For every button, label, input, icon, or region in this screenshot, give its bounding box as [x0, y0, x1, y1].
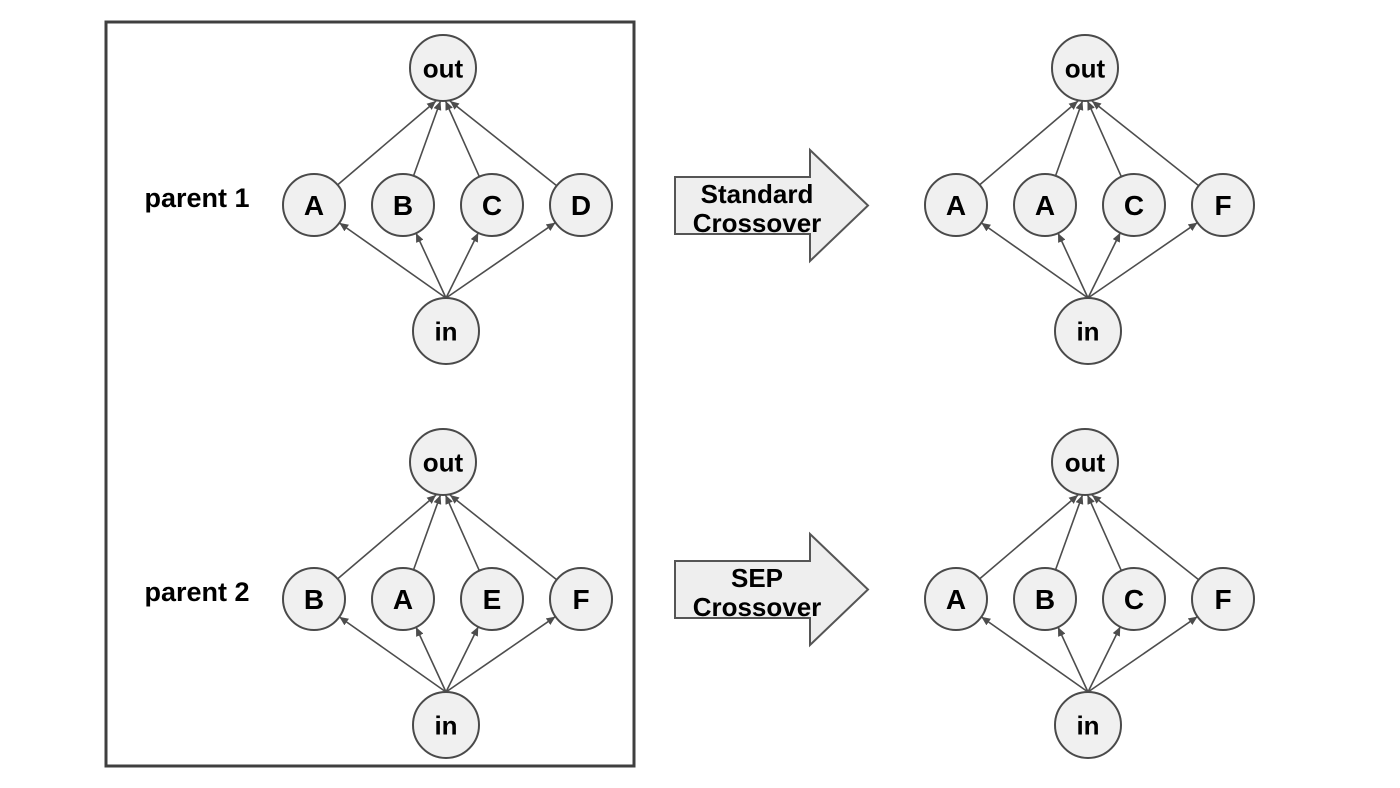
edge-offspring-sep-in-to-mid2 [1087, 626, 1121, 693]
edge-offspring-standard-mid1-to-out [1054, 100, 1084, 177]
edge-parent-2-in-to-mid2 [445, 626, 479, 693]
node-mid-0-offspring-sep-circle [924, 567, 988, 631]
graph-parent-1: out in A B C D [282, 34, 613, 365]
node-in-parent-2-circle [412, 691, 480, 759]
edge-parent-2-in-to-mid3 [445, 615, 556, 693]
node-mid-2-offspring-sep-circle [1102, 567, 1166, 631]
node-mid-1-offspring-sep-label: B [1035, 584, 1055, 615]
edge-offspring-sep-in-to-mid3 [1087, 615, 1198, 693]
node-mid-0-parent-1-label: A [304, 190, 324, 221]
standard-crossover-arrow: Standard Crossover [674, 147, 870, 264]
edge-offspring-standard-mid3-to-out [1091, 100, 1200, 187]
node-mid-3-offspring-sep-label: F [1214, 584, 1231, 615]
edge-parent-1-mid0-to-out [337, 100, 437, 186]
edge-parent-1-in-to-mid1 [415, 232, 447, 299]
edge-offspring-sep-in-to-mid1 [1057, 626, 1089, 693]
node-out-parent-1-circle [409, 34, 477, 102]
right-arrow-icon [674, 531, 870, 648]
node-mid-0-offspring-standard-label: A [946, 190, 966, 221]
standard-crossover-label-line1: Standard [701, 179, 814, 209]
node-in-parent-1-circle [412, 297, 480, 365]
graph-offspring-sep: out in A B C F [924, 428, 1255, 759]
edge-offspring-standard-mid2-to-out [1086, 100, 1123, 178]
edge-parent-2-mid3-to-out [449, 494, 558, 581]
edge-parent-2-in-to-mid1 [415, 626, 447, 693]
node-in-offspring-sep-label: in [1076, 710, 1099, 740]
node-in-offspring-sep-circle [1054, 691, 1122, 759]
node-mid-3-parent-2-label: F [572, 584, 589, 615]
edge-parent-2-mid0-to-out [337, 494, 437, 580]
edge-offspring-standard-in-to-mid1 [1057, 232, 1089, 299]
node-mid-2-parent-2-label: E [483, 584, 502, 615]
edge-parent-1-in-to-mid3 [445, 221, 556, 299]
edge-offspring-sep-mid1-to-out [1054, 494, 1084, 571]
graph-offspring-standard: out in A A C F [924, 34, 1255, 365]
graph-parent-2: out in B A E F [282, 428, 613, 759]
node-out-offspring-sep-circle [1051, 428, 1119, 496]
node-in-parent-2-label: in [434, 710, 457, 740]
parent-2-label: parent 2 [144, 577, 249, 607]
right-arrow-icon [674, 147, 870, 264]
node-mid-3-offspring-standard-circle [1191, 173, 1255, 237]
node-mid-2-offspring-sep-label: C [1124, 584, 1144, 615]
node-mid-1-parent-1-label: B [393, 190, 413, 221]
node-mid-2-offspring-standard-circle [1102, 173, 1166, 237]
node-mid-2-parent-1-circle [460, 173, 524, 237]
node-mid-2-offspring-standard-label: C [1124, 190, 1144, 221]
node-out-parent-2-circle [409, 428, 477, 496]
edge-parent-2-in-to-mid0 [338, 616, 447, 693]
node-mid-1-offspring-standard-label: A [1035, 190, 1055, 221]
edge-parent-2-mid2-to-out [444, 494, 481, 572]
node-mid-0-parent-1-circle [282, 173, 346, 237]
edge-offspring-sep-mid2-to-out [1086, 494, 1123, 572]
node-mid-3-parent-1-label: D [571, 190, 591, 221]
edge-parent-1-mid1-to-out [412, 100, 442, 177]
edge-offspring-standard-in-to-mid0 [980, 222, 1089, 299]
node-mid-3-offspring-sep-circle [1191, 567, 1255, 631]
parent-1-label: parent 1 [144, 183, 249, 213]
node-out-offspring-standard-label: out [1065, 53, 1106, 83]
node-mid-1-parent-2-circle [371, 567, 435, 631]
node-mid-1-parent-1-circle [371, 173, 435, 237]
edge-parent-1-in-to-mid0 [338, 222, 447, 299]
edge-parent-2-mid1-to-out [412, 494, 442, 571]
edge-parent-1-in-to-mid2 [445, 232, 479, 299]
node-mid-2-parent-1-label: C [482, 190, 502, 221]
edge-offspring-sep-mid0-to-out [979, 494, 1079, 580]
standard-crossover-label-line2: Crossover [693, 208, 822, 238]
node-out-offspring-sep-label: out [1065, 447, 1106, 477]
edge-offspring-standard-in-to-mid3 [1087, 221, 1198, 299]
node-in-offspring-standard-circle [1054, 297, 1122, 365]
node-in-parent-1-label: in [434, 316, 457, 346]
edge-offspring-sep-mid3-to-out [1091, 494, 1200, 581]
edge-offspring-standard-in-to-mid2 [1087, 232, 1121, 299]
node-mid-2-parent-2-circle [460, 567, 524, 631]
edge-parent-1-mid3-to-out [449, 100, 558, 187]
sep-crossover-label-line2: Crossover [693, 592, 822, 622]
node-out-parent-1-label: out [423, 53, 464, 83]
edge-offspring-sep-in-to-mid0 [980, 616, 1089, 693]
sep-crossover-label-line1: SEP [731, 563, 783, 593]
node-mid-3-parent-2-circle [549, 567, 613, 631]
node-mid-0-offspring-standard-circle [924, 173, 988, 237]
parents-box [104, 20, 636, 768]
edge-parent-1-mid2-to-out [444, 100, 481, 178]
node-mid-3-parent-1-circle [549, 173, 613, 237]
node-mid-0-parent-2-circle [282, 567, 346, 631]
node-out-offspring-standard-circle [1051, 34, 1119, 102]
node-mid-1-offspring-standard-circle [1013, 173, 1077, 237]
node-mid-1-offspring-sep-circle [1013, 567, 1077, 631]
node-mid-0-parent-2-label: B [304, 584, 324, 615]
node-mid-1-parent-2-label: A [393, 584, 413, 615]
node-mid-0-offspring-sep-label: A [946, 584, 966, 615]
node-out-parent-2-label: out [423, 447, 464, 477]
edge-offspring-standard-mid0-to-out [979, 100, 1079, 186]
node-in-offspring-standard-label: in [1076, 316, 1099, 346]
node-mid-3-offspring-standard-label: F [1214, 190, 1231, 221]
sep-crossover-arrow: SEP Crossover [674, 531, 870, 648]
